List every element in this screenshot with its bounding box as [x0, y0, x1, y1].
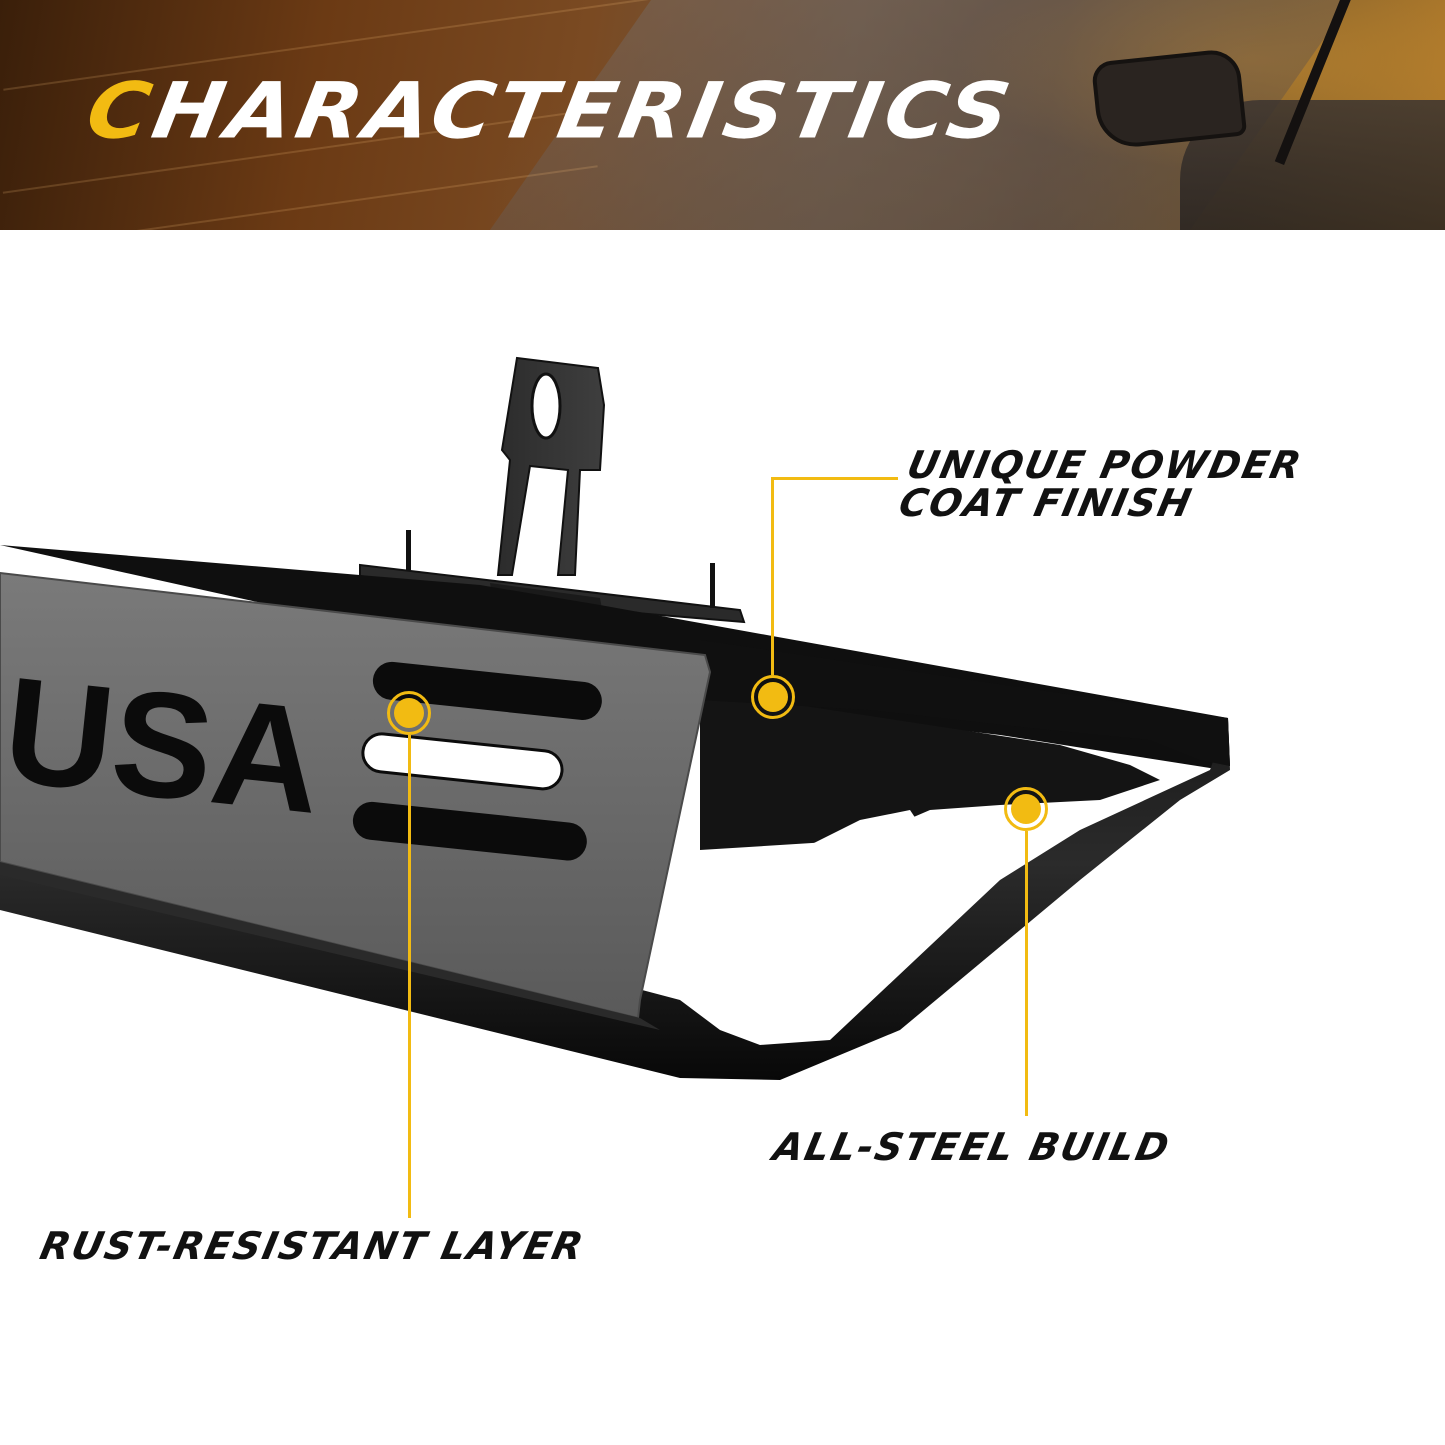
- dot-marker-all-steel[interactable]: [1004, 787, 1048, 831]
- dot-marker-rust-resistant[interactable]: [387, 691, 431, 735]
- callout-powder-line2: COAT FINISH: [895, 481, 1197, 525]
- car-mirror-image: [1090, 47, 1248, 151]
- callout-line-powder-horizontal: [771, 477, 898, 480]
- header-banner: CHARACTERISTICS: [0, 0, 1445, 230]
- callout-line-steel-vertical: [1025, 831, 1028, 1116]
- dot-marker-powder-coat[interactable]: [751, 675, 795, 719]
- callout-rust-resistant-layer: RUST-RESISTANT LAYER: [36, 1224, 589, 1268]
- callout-powder-line1: UNIQUE POWDER: [903, 443, 1307, 487]
- callout-powder-coat-finish: UNIQUE POWDER COAT FINISH: [895, 443, 1307, 525]
- callout-line-powder-vertical: [771, 477, 774, 675]
- plate-usa-text: USA: [0, 645, 329, 845]
- step-bar-lower-tube: [0, 720, 1230, 1080]
- step-bar-opening: [760, 810, 920, 905]
- dot-marker-fill: [1011, 794, 1041, 824]
- step-bar-upper-tube: [700, 640, 1230, 766]
- banner-title-rest: HARACTERISTICS: [145, 65, 1021, 156]
- step-bar-brace: [700, 690, 1160, 850]
- step-bar-illustration: USA: [0, 356, 1230, 1080]
- callout-line-rust-vertical: [408, 735, 411, 1218]
- dot-marker-fill: [758, 682, 788, 712]
- banner-title: CHARACTERISTICS: [80, 66, 1020, 156]
- callout-all-steel-build: ALL-STEEL BUILD: [769, 1125, 1175, 1169]
- dot-marker-fill: [394, 698, 424, 728]
